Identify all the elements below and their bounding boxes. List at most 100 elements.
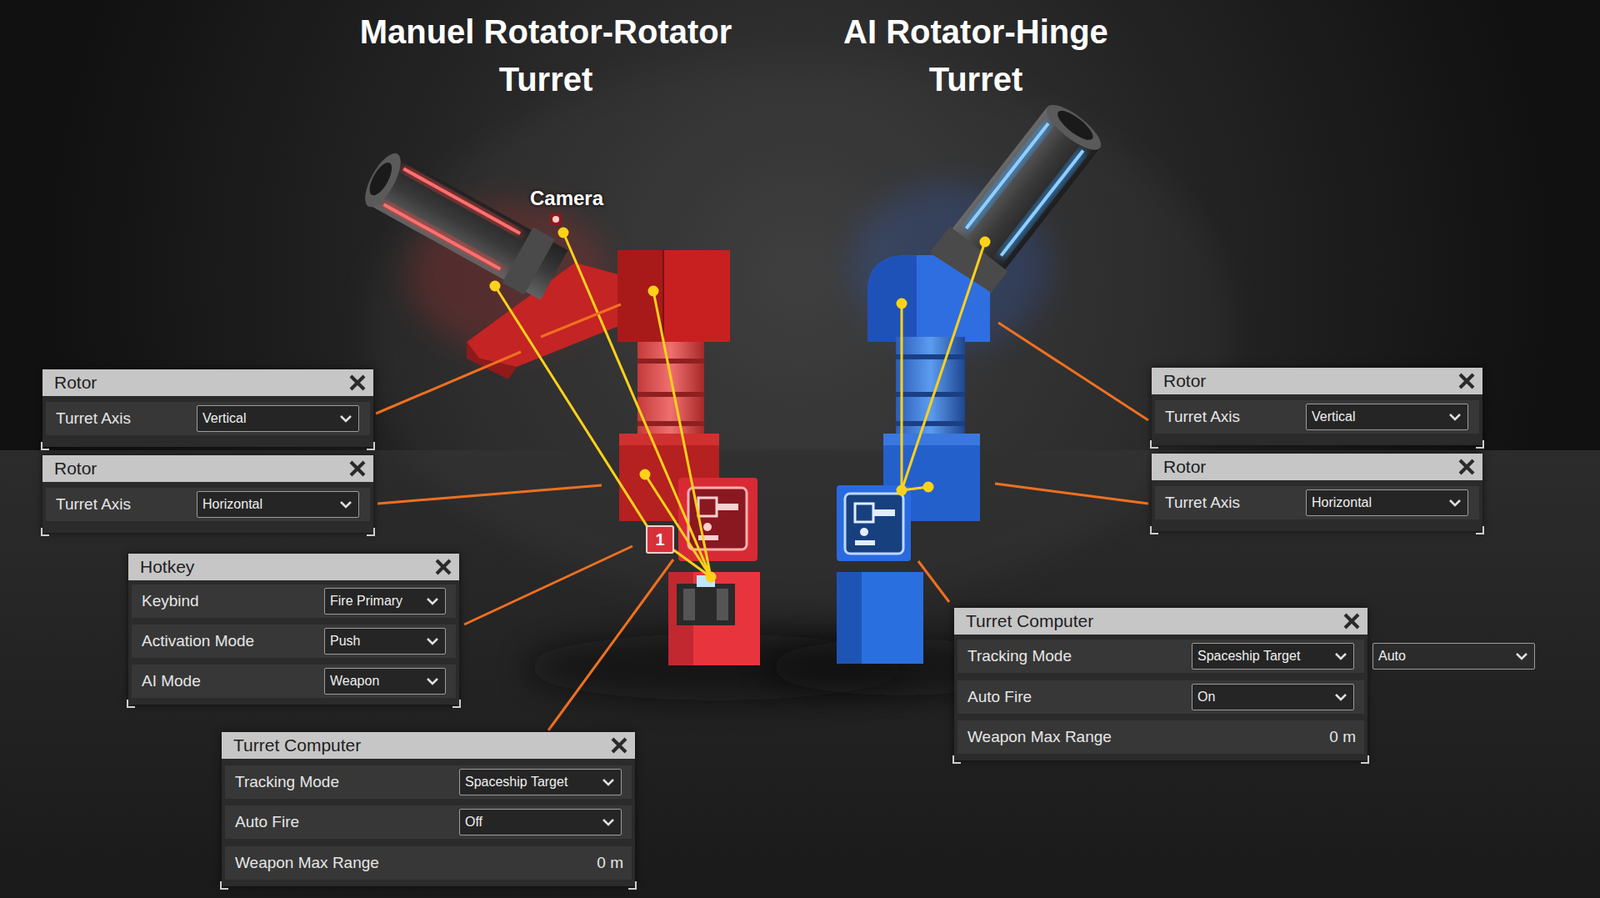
close-icon	[612, 738, 626, 752]
chevron-icon	[603, 819, 614, 825]
orange-leaders	[540, 304, 621, 337]
panel-title: Turret Computer	[233, 731, 361, 759]
close-icon	[610, 735, 629, 755]
yellow-links	[706, 572, 715, 581]
properties-panel: Turret ComputerTracking ModeAuto FireWea…	[221, 731, 635, 886]
close-icon	[348, 459, 367, 478]
yellow-links	[490, 228, 990, 581]
dropdown-value: Fire Primary	[330, 588, 403, 614]
chevron-icon	[1334, 650, 1348, 661]
dropdown: Vertical	[1305, 403, 1469, 430]
chevron-icon	[1450, 500, 1460, 505]
field-label: Tracking Mode	[235, 771, 340, 792]
properties-panel: HotkeyKeybindActivation ModeAI ModeFire …	[128, 553, 460, 705]
properties-panel: RotorTurret AxisHorizontal	[1151, 453, 1483, 531]
corner-bracket	[1150, 440, 1159, 449]
corner-bracket	[952, 755, 961, 764]
blue-turret	[855, 503, 874, 522]
dropdown-value: Vertical	[202, 405, 246, 431]
yellow-links	[649, 286, 658, 295]
chevron-icon	[1515, 650, 1529, 661]
field-label: Turret Axis	[55, 494, 131, 515]
dropdown: Horizontal	[1305, 489, 1469, 516]
red-turret	[617, 250, 664, 342]
red-turret	[402, 166, 522, 236]
close-icon	[1457, 371, 1476, 390]
panel-title: Turret Computer	[965, 607, 1094, 635]
corner-bracket	[1475, 525, 1485, 535]
blue-turret	[836, 571, 862, 664]
blue-turret	[895, 354, 965, 360]
red-turret	[637, 341, 705, 435]
field-label: Activation Mode	[141, 630, 255, 651]
dropdown-value: Spaceship Target	[465, 769, 568, 795]
red-turret	[716, 503, 739, 510]
red-turret	[668, 571, 760, 665]
red-turret	[502, 227, 555, 295]
red-turret	[688, 487, 747, 550]
turret-title: Manuel Rotator-Rotator Turret	[329, 8, 763, 104]
field-label: Keybind	[141, 590, 200, 611]
close-icon	[436, 560, 450, 574]
blue-turret	[895, 336, 965, 434]
turret-title: AI Rotator-Hinge Turret	[800, 8, 1151, 104]
close-icon	[350, 375, 365, 390]
blue-turret	[867, 255, 990, 342]
blue-turret	[999, 149, 1086, 258]
close-icon	[1345, 614, 1359, 628]
dropdown: Vertical	[196, 405, 360, 432]
field-label: Weapon Max Range	[967, 726, 1112, 747]
properties-panel: RotorTurret AxisHorizontal	[42, 455, 374, 533]
properties-panel: Turret ComputerTracking ModeAuto FireWea…	[954, 607, 1368, 760]
close-icon	[1460, 374, 1474, 388]
yellow-links	[640, 470, 650, 479]
field-value: 0 m	[1329, 726, 1356, 747]
close-icon	[350, 461, 365, 475]
chevron-icon	[425, 635, 440, 646]
red-turret	[365, 159, 396, 199]
chevron-icon	[340, 501, 351, 507]
red-turret	[716, 588, 729, 620]
close-icon	[348, 373, 367, 392]
corner-bracket	[366, 441, 375, 450]
background	[366, 58, 1234, 609]
orange-leaders	[918, 560, 950, 602]
corner-bracket	[40, 441, 50, 450]
corner-bracket	[1475, 440, 1485, 449]
yellow-links	[668, 545, 711, 577]
red-turret	[703, 522, 712, 531]
dropdown-value: On	[1197, 684, 1215, 710]
blue-turret	[855, 540, 875, 545]
dropdown-value: Horizontal	[202, 491, 263, 517]
dropdown-value: Horizontal	[1311, 490, 1372, 515]
chevron-icon	[1516, 653, 1527, 659]
close-icon	[1345, 614, 1359, 628]
chevron-icon	[1448, 411, 1462, 422]
dropdown-value: Push	[330, 628, 360, 654]
dropdown: Spaceship Target	[459, 768, 622, 795]
field-label: Auto Fire	[235, 811, 300, 832]
field-label: Turret Axis	[1165, 406, 1240, 427]
corner-bracket	[452, 699, 461, 708]
corner-bracket	[366, 527, 375, 536]
corner-bracket	[126, 699, 135, 708]
orange-leaders	[548, 559, 674, 730]
red-turret	[552, 215, 560, 223]
close-icon	[436, 560, 450, 574]
panel-title: Rotor	[1163, 453, 1206, 480]
chevron-icon	[601, 776, 615, 787]
blue-turret	[867, 255, 917, 342]
yellow-links	[645, 474, 711, 577]
blue-turret	[836, 95, 1110, 664]
orange-leaders	[377, 485, 602, 504]
dropdown-value: Auto	[1378, 643, 1406, 669]
orange-leaders	[995, 483, 1149, 504]
close-icon	[1460, 374, 1474, 388]
yellow-links	[563, 232, 711, 577]
red-turret	[676, 583, 735, 625]
chevron-icon	[1335, 694, 1346, 700]
chevron-icon	[427, 678, 438, 684]
blue-turret	[929, 95, 1110, 299]
